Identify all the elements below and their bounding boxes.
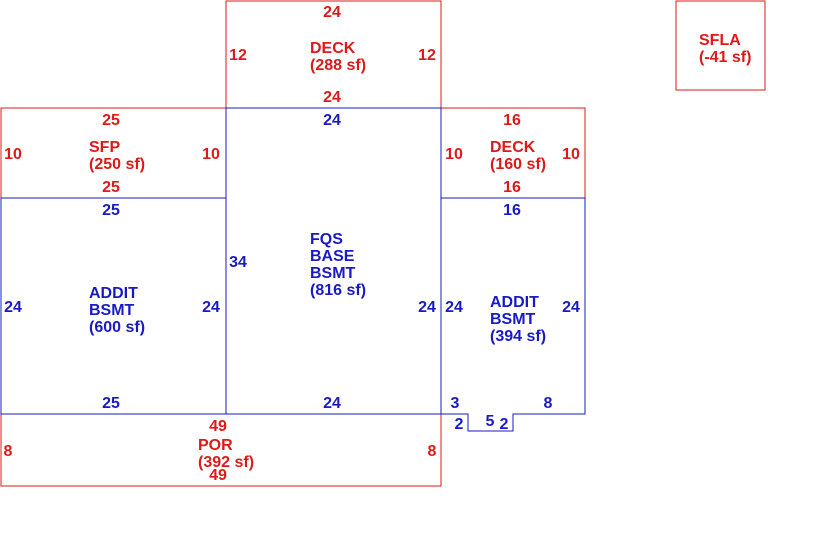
deck-right-dim-left: 10 [445, 146, 463, 163]
deck-right-dim-bottom: 16 [503, 179, 521, 196]
sfla-name: SFLA [699, 32, 741, 49]
deck-top-name: DECK [310, 40, 356, 57]
deck-right-dim-top: 16 [503, 112, 521, 129]
por-dim-right: 8 [428, 443, 437, 460]
fqs-area: (816 sf) [310, 282, 366, 299]
addit-right-dim-notch-left: 2 [455, 416, 464, 433]
por-dim-left: 8 [4, 443, 13, 460]
addit-right-area: (394 sf) [490, 328, 546, 345]
addit-right-dim-notch-bottom: 5 [486, 413, 495, 430]
fqs-line3: BSMT [310, 265, 356, 282]
addit-left-dim-left: 24 [4, 299, 22, 316]
addit-left-dim-right: 24 [202, 299, 220, 316]
sfp-name: SFP [89, 139, 120, 156]
deck-right-dim-right: 10 [562, 146, 580, 163]
fqs-dim-bottom: 24 [323, 395, 341, 412]
addit-right-outline [440, 197, 586, 432]
addit-left-dim-top: 25 [102, 202, 120, 219]
addit-right-dim-bottom-right: 8 [544, 395, 553, 412]
por-area: (392 sf) [198, 454, 254, 471]
fqs-dim-left: 34 [229, 254, 247, 271]
deck-top-dim-bottom: 24 [323, 89, 341, 106]
addit-right-dim-right: 24 [562, 299, 580, 316]
deck-right-area: (160 sf) [490, 156, 546, 173]
addit-right-line1: ADDIT [490, 294, 539, 311]
por-dim-bottom: 49 [209, 467, 227, 484]
por-name: POR [198, 437, 233, 454]
addit-left-line2: BSMT [89, 302, 135, 319]
sfp-area: (250 sf) [89, 156, 145, 173]
addit-left-area: (600 sf) [89, 319, 145, 336]
sfla-area: (-41 sf) [699, 49, 751, 66]
fqs-dim-top: 24 [323, 112, 341, 129]
addit-left-dim-bottom: 25 [102, 395, 120, 412]
addit-right-dim-top: 16 [503, 202, 521, 219]
deck-top-dim-left: 12 [229, 47, 247, 64]
addit-right-dim-bottom-left: 3 [451, 395, 460, 412]
addit-right-dim-notch-right: 2 [500, 416, 509, 433]
deck-top-dim-top: 24 [323, 4, 341, 21]
deck-top-area: (288 sf) [310, 57, 366, 74]
sfp-dim-top: 25 [102, 112, 120, 129]
sfla-outline [675, 0, 766, 91]
deck-top-dim-right: 12 [418, 47, 436, 64]
sfp-dim-left: 10 [4, 146, 22, 163]
addit-right-dim-left: 24 [445, 299, 463, 316]
fqs-dim-right: 24 [418, 299, 436, 316]
sfp-dim-bottom: 25 [102, 179, 120, 196]
sfp-dim-right: 10 [202, 146, 220, 163]
addit-left-line1: ADDIT [89, 285, 138, 302]
por-dim-top: 49 [209, 418, 227, 435]
fqs-line2: BASE [310, 248, 355, 265]
fqs-line1: FQS [310, 231, 343, 248]
addit-right-line2: BSMT [490, 311, 536, 328]
deck-right-name: DECK [490, 139, 536, 156]
